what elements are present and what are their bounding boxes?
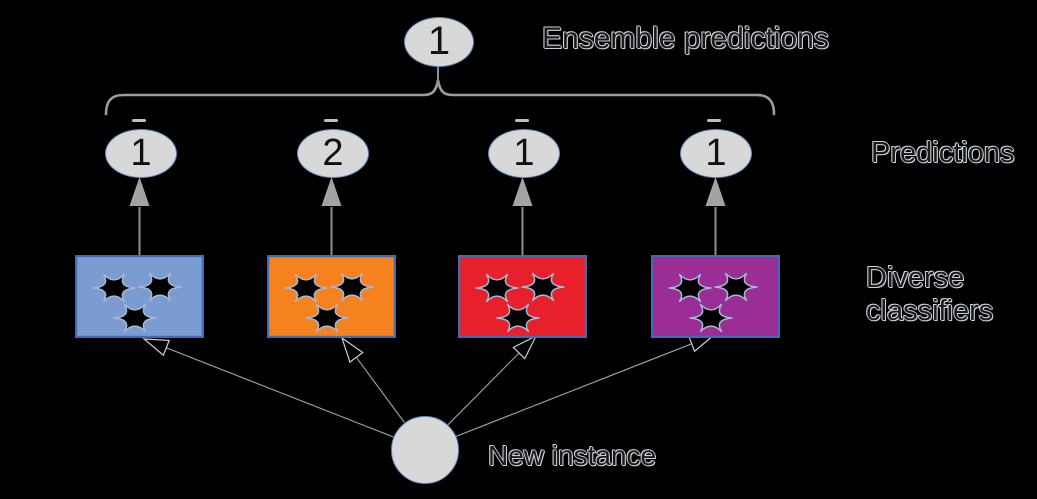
- prediction-value-4: 1: [705, 131, 727, 174]
- instance-line-4: [454, 343, 692, 438]
- instance-line-1: [166, 347, 394, 438]
- prediction-value-1: 1: [130, 131, 152, 174]
- instance-line-3: [446, 352, 520, 427]
- dash-mark: [707, 119, 721, 122]
- classifier-box-4: [651, 255, 780, 338]
- predictions-label: Predictions: [871, 137, 1015, 169]
- diverse-classifiers-label: Diverse classifiers: [866, 262, 994, 327]
- instance-arrowhead-2: [340, 336, 364, 364]
- dash-mark: [515, 119, 529, 122]
- classifier-box-3: [458, 255, 587, 338]
- ensemble-prediction-value: 1: [427, 19, 451, 63]
- ensemble-predictions-label: Ensemble predictions: [542, 22, 829, 55]
- classifier-rect-4: [651, 255, 780, 338]
- arrowhead-3: [512, 177, 533, 206]
- prediction-node-3: 1: [488, 129, 560, 178]
- dash-mark: [132, 119, 146, 122]
- arrowhead-2: [321, 177, 342, 206]
- ensemble-brace: [104, 79, 776, 116]
- instance-arrowhead-3: [512, 334, 538, 360]
- instance-line-2: [355, 356, 405, 423]
- classifier-box-1: [75, 255, 204, 338]
- ensemble-prediction-node: 1: [404, 17, 474, 67]
- classifier-to-prediction-arrows: [129, 177, 726, 255]
- arrowhead-1: [129, 177, 150, 206]
- prediction-value-3: 1: [513, 131, 535, 174]
- dash-mark: [324, 119, 338, 122]
- classifier-box-2: [267, 255, 396, 338]
- prediction-value-2: 2: [322, 131, 344, 174]
- arrowhead-4: [705, 177, 726, 206]
- prediction-node-1: 1: [105, 129, 177, 178]
- new-instance-node: [391, 416, 459, 484]
- new-instance-label: New instance: [488, 440, 657, 471]
- prediction-node-4: 1: [680, 129, 752, 178]
- instance-arrowhead-1: [142, 338, 171, 357]
- prediction-node-2: 2: [297, 129, 369, 178]
